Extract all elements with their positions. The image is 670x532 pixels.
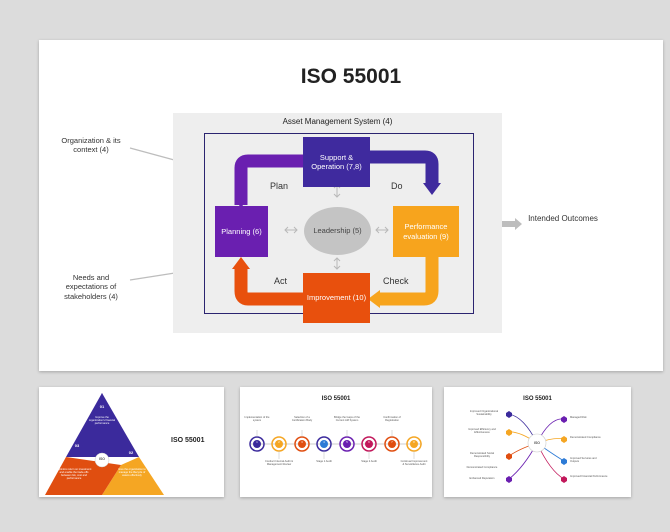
benefit-right-3: Improved Services and Outputs [570,457,597,463]
benefit-left-4: Demonstrated Compliance [466,466,498,469]
thumb1-title: ISO 55001 [171,437,205,444]
org-context-label: Organization & its context (4) [61,136,121,155]
benefit-left-1: Improved Organizational Sustainability [469,410,499,416]
thumb1-seg3-text: Optimize return on investment and enable… [56,468,92,480]
timeline-bottom-2: Stage 1 Audit [316,460,332,463]
stakeholder-needs-label: Needs and expectations of stakeholders (… [64,273,118,301]
check-label: Check [383,276,409,286]
timeline-num-1: 1 [256,441,258,444]
benefits-center-label: ISO [533,441,541,445]
plan-label: Plan [270,181,289,191]
timeline-num-2: 2 [278,441,280,444]
improvement-box: Improvement (10) [303,273,370,323]
leadership-circle: Leadership (5) [304,207,371,255]
pdca-cycle-arrows [232,150,441,308]
performance-evaluation-box: Performance evaluation (9) [393,206,459,257]
main-slide[interactable]: ISO 55001 Organization & its context (4)… [39,40,663,371]
benefit-right-2: Demonstrated Compliance [570,436,601,439]
do-label: Do [391,181,403,191]
timeline-top-2: Selection of a Certification Body [291,416,313,422]
timeline-num-7: 7 [391,441,393,444]
timeline-top-1: Implementation of the system [244,416,270,422]
timeline-top-4: Confirmation of Registration [383,416,401,422]
thumb1-seg1-text: Improve the organization's financial per… [88,416,116,425]
timeline-num-5: 5 [346,441,348,444]
support-operation-box: Support & Operation (7,8) [303,137,370,187]
thumb3-title: ISO 55001 [523,396,552,402]
thumbnail-benefits[interactable]: ISO 55001 ISO Improved Organizational Su… [444,387,631,497]
thumb1-seg1-num: 01 [99,404,105,409]
intended-outcomes-label: Intended Outcomes [528,214,598,223]
timeline-bottom-4: Continual Improvement & Surveillance Aud… [400,460,428,466]
thumb1-seg2-text: Give the organization to manage the life… [118,468,146,477]
timeline-num-8: 8 [413,441,415,444]
act-label: Act [274,276,288,286]
thumb1-seg2-num: 02 [128,450,134,455]
benefit-right-1: Managed Risk [570,416,587,419]
benefit-left-3: Demonstrated Social Responsibility [469,452,495,458]
asset-management-system-box: Asset Management System (4) Support & [173,113,502,333]
timeline-num-6: 6 [368,441,370,444]
slide-title: ISO 55001 [300,65,402,88]
triangle-diagram [45,393,164,495]
thumb2-title: ISO 55001 [321,396,351,402]
ams-label: Asset Management System (4) [282,117,393,126]
benefit-left-2: Improved Efficiency and Effectiveness [468,428,496,434]
benefit-left-5: Enhanced Reputation [469,477,495,480]
leadership-arrows [284,184,389,270]
thumbnail-triangle[interactable]: ISO 01 Improve the organization's financ… [39,387,224,497]
timeline-bottom-3: Stage 2 Audit [361,460,377,463]
planning-box: Planning (6) [215,206,268,257]
benefit-right-4: Improved Financial Performance [570,475,608,478]
thumbnail-timeline[interactable]: ISO 55001 Implementation of the system S… [240,387,432,497]
thumb1-seg3-num: 03 [74,443,80,448]
thumb1-center-label: ISO [98,457,106,461]
timeline-num-3: 3 [301,441,303,444]
timeline-diagram [249,430,422,459]
timeline-num-4: 4 [323,441,325,444]
benefits-diagram [506,411,567,483]
timeline-bottom-1: Conduct Internal Audit & Management Revi… [265,460,293,466]
timeline-top-3: Bridge the Gaps of the Current AM System [334,416,360,422]
